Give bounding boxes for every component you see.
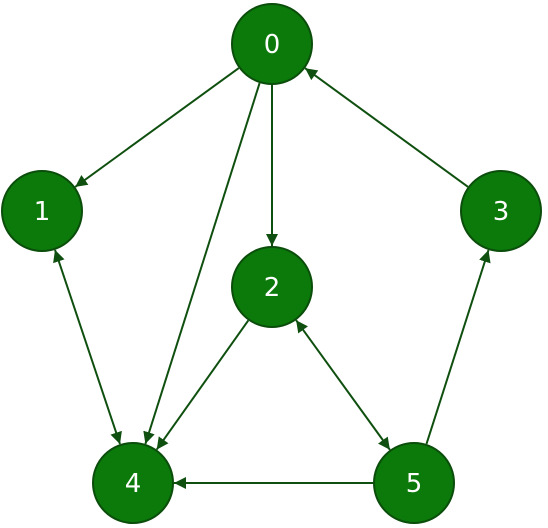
- node-5: 5: [373, 442, 455, 524]
- node-label-0: 0: [264, 30, 281, 60]
- node-circle-4: [92, 442, 174, 524]
- edge-2-to-4: [155, 319, 250, 451]
- node-2: 2: [231, 246, 313, 328]
- edge-1-to-4: [53, 249, 122, 445]
- node-4: 4: [92, 442, 174, 524]
- node-label-3: 3: [493, 197, 510, 227]
- edge-0-to-4: [143, 82, 261, 445]
- node-circle-1: [1, 170, 83, 252]
- node-circle-2: [231, 246, 313, 328]
- edges-layer: [53, 67, 491, 489]
- node-circle-3: [460, 170, 542, 252]
- node-3: 3: [460, 170, 542, 252]
- node-circle-5: [373, 442, 455, 524]
- edge-3-to-0: [304, 67, 469, 188]
- node-label-1: 1: [34, 197, 51, 227]
- nodes-layer: 0 1 2 3 4 5: [1, 3, 542, 524]
- node-label-5: 5: [406, 469, 423, 499]
- node-label-4: 4: [125, 469, 142, 499]
- node-1: 1: [1, 170, 83, 252]
- node-label-2: 2: [264, 273, 281, 303]
- edge-5-to-3: [425, 249, 491, 445]
- edge-0-to-1: [74, 67, 240, 188]
- edge-2-to-5: [295, 319, 391, 451]
- node-0: 0: [231, 3, 313, 85]
- node-circle-0: [231, 3, 313, 85]
